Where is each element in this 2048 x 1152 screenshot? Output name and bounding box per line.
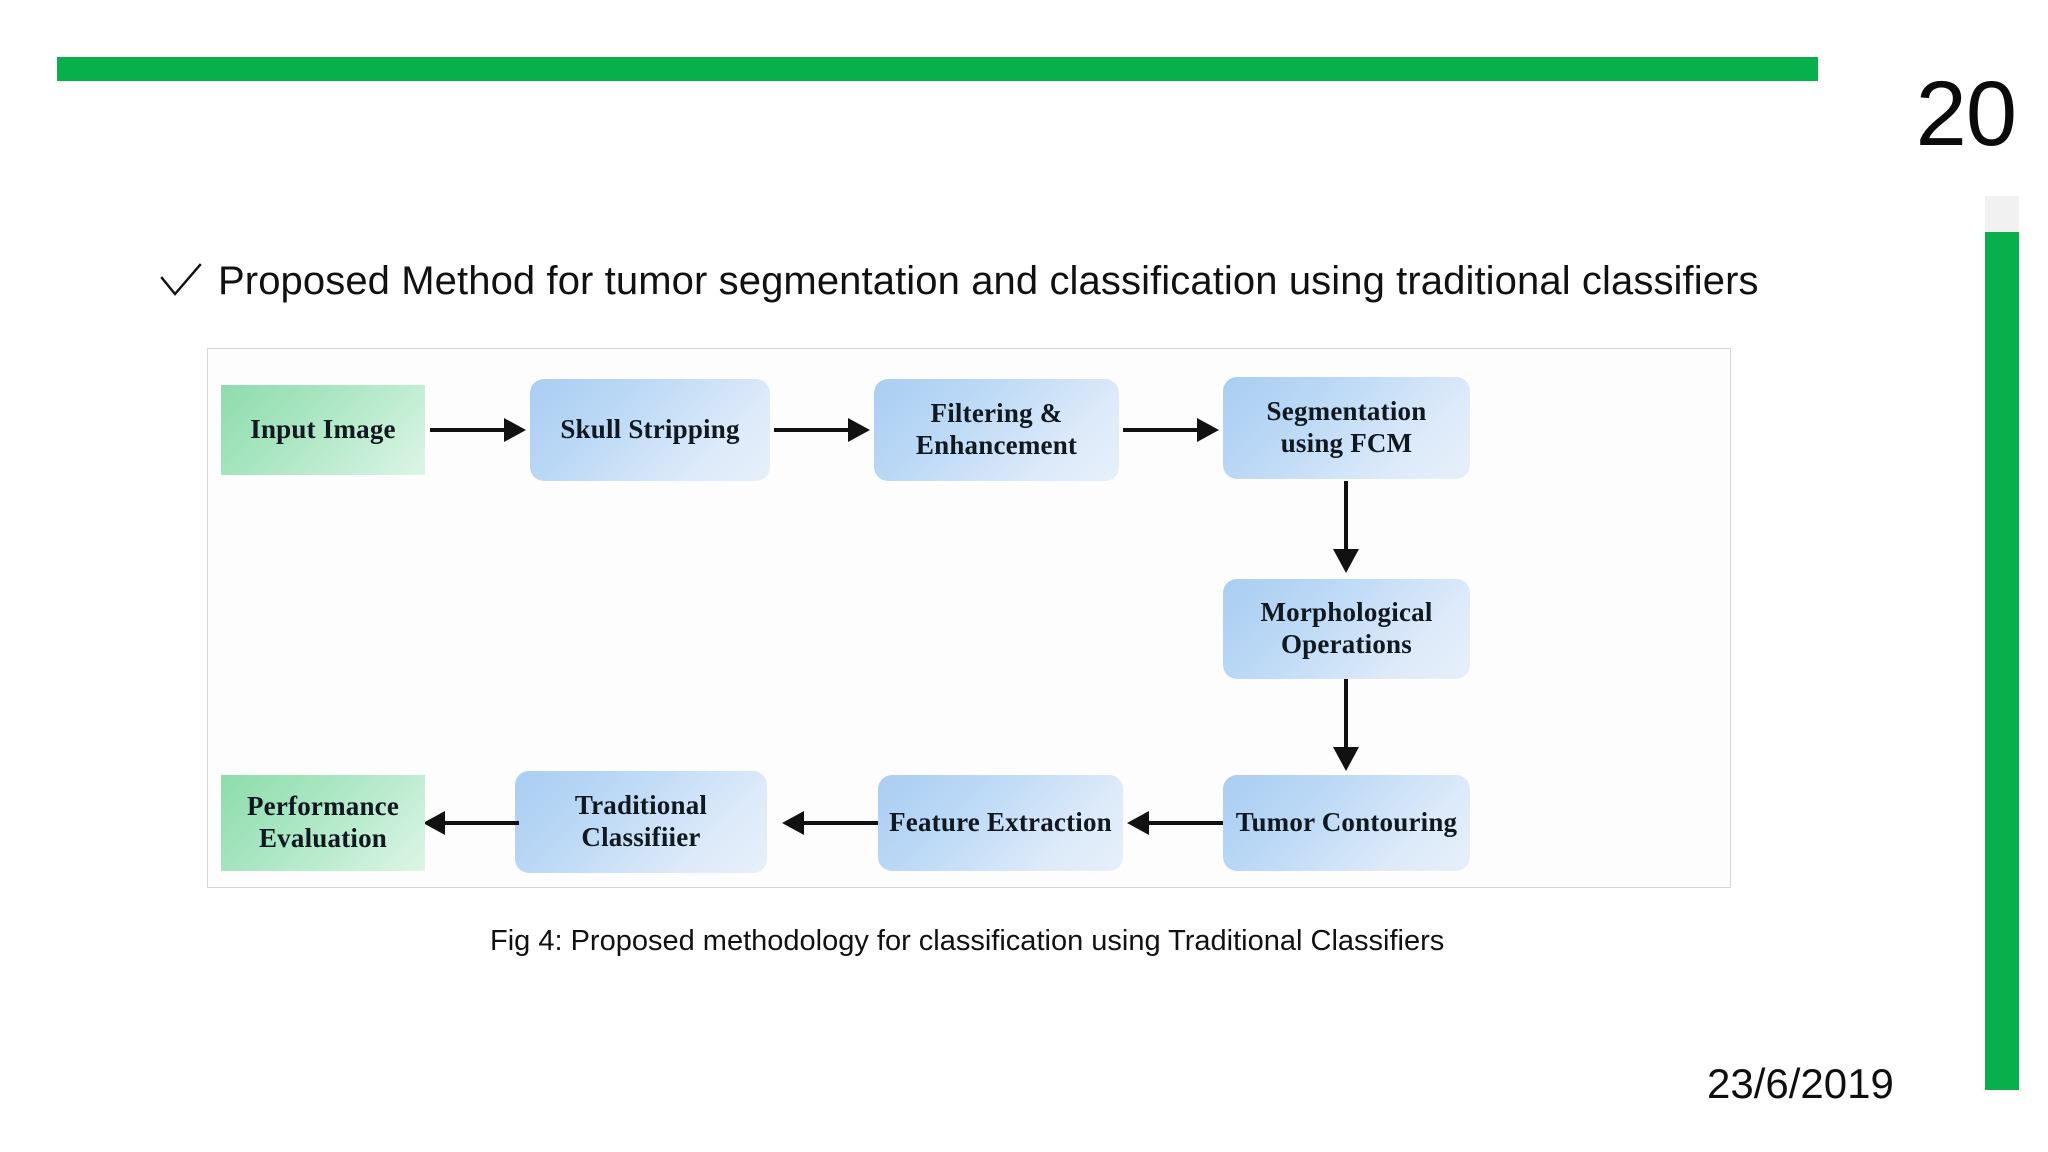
edge-filtering-to-segmentation bbox=[1123, 412, 1219, 448]
edge-traditional-classifier-to-performance-evaluation bbox=[423, 805, 519, 841]
node-label: Filtering &Enhancement bbox=[915, 398, 1078, 460]
page-title: Proposed Method for tumor segmentation a… bbox=[218, 258, 1759, 303]
figure-frame: Input Image Skull Stripping Filtering &E… bbox=[207, 348, 1731, 888]
edge-input-image-to-skull-stripping bbox=[430, 412, 526, 448]
bullet-row: Proposed Method for tumor segmentation a… bbox=[158, 258, 1759, 304]
check-icon bbox=[160, 263, 202, 296]
node-filtering-enhancement: Filtering &Enhancement bbox=[874, 379, 1119, 481]
page-number: 20 bbox=[1915, 63, 2017, 165]
node-skull-stripping: Skull Stripping bbox=[530, 379, 770, 481]
node-label: Input Image bbox=[250, 414, 396, 445]
right-accent-bar-cap bbox=[1985, 196, 2019, 232]
node-tumor-contouring: Tumor Contouring bbox=[1223, 775, 1470, 871]
edge-segmentation-to-morphological bbox=[1326, 481, 1366, 573]
node-feature-extraction: Feature Extraction bbox=[878, 775, 1123, 871]
edge-morphological-to-tumor-contouring bbox=[1326, 679, 1366, 771]
slide-date: 23/6/2019 bbox=[1707, 1060, 1894, 1107]
figure-caption: Fig 4: Proposed methodology for classifi… bbox=[490, 925, 1445, 957]
node-input-image: Input Image bbox=[221, 385, 425, 475]
node-label: Feature Extraction bbox=[889, 807, 1112, 838]
node-label: Tumor Contouring bbox=[1235, 807, 1458, 838]
top-accent-bar bbox=[57, 57, 1818, 81]
right-accent-bar bbox=[1985, 232, 2019, 1090]
edge-skull-stripping-to-filtering bbox=[774, 412, 870, 448]
edge-feature-extraction-to-traditional-classifier bbox=[782, 805, 878, 841]
node-label: Skull Stripping bbox=[560, 414, 740, 445]
edge-tumor-contouring-to-feature-extraction bbox=[1127, 805, 1223, 841]
